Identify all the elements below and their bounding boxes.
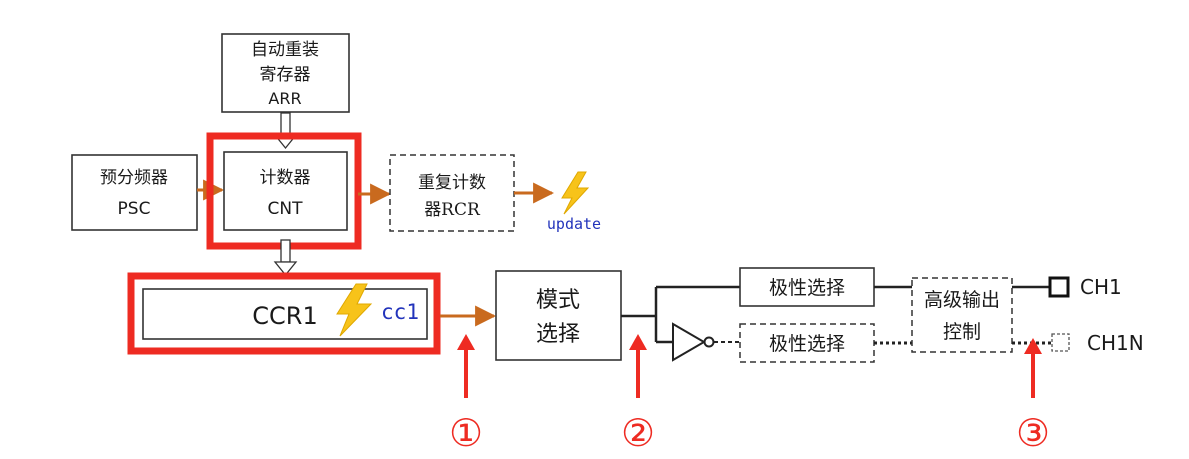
- high-level-line1: 高级输出: [924, 289, 1000, 311]
- arr-line3: ARR: [268, 89, 301, 108]
- cnt-to-ccr-arrow: [273, 239, 298, 277]
- arr-line1: 自动重装: [251, 40, 319, 60]
- cc1-event-label: cc1: [381, 300, 419, 324]
- rcr-line1: 重复计数: [418, 173, 486, 193]
- inverter-icon: [672, 322, 715, 362]
- cnt-block: 计数器 CNT: [206, 132, 362, 250]
- arr-line2: 寄存器: [260, 65, 311, 85]
- high-level-control-block: 高级输出 控制: [911, 277, 1013, 353]
- mode-line1: 模式: [536, 288, 580, 313]
- cnt-line1: 计数器: [260, 168, 311, 188]
- polarity-comp-block: 极性选择: [739, 323, 875, 363]
- polarity-main-label: 极性选择: [769, 277, 845, 299]
- psc-line1: 预分频器: [100, 168, 168, 188]
- ch1n-pin: [1051, 333, 1070, 352]
- ccr1-label: CCR1: [252, 302, 317, 330]
- ccr1-block: CCR1 cc1: [127, 272, 441, 355]
- polarity-comp-label: 极性选择: [769, 333, 845, 355]
- indicator-arrow-3: [1024, 338, 1042, 398]
- mode-line2: 选择: [536, 322, 580, 347]
- indicator-arrow-1: [457, 334, 475, 398]
- marker-1: ①: [449, 411, 483, 455]
- marker-2: ②: [621, 411, 655, 455]
- psc-line2: PSC: [118, 199, 151, 219]
- ch1-label: CH1: [1080, 275, 1122, 299]
- mode-output-wiring: [621, 285, 740, 344]
- rcr-line2: 器RCR: [424, 200, 481, 220]
- psc-block: 预分频器 PSC: [71, 154, 198, 231]
- lightning-icon: [336, 283, 373, 337]
- ch1-pin: [1048, 276, 1070, 298]
- marker-3: ③: [1016, 411, 1050, 455]
- mode-select-block: 模式 选择: [495, 270, 622, 361]
- indicator-arrow-2: [629, 334, 647, 398]
- arr-to-cnt-arrow: [273, 112, 298, 150]
- cnt-line2: CNT: [268, 199, 304, 219]
- arr-block: 自动重装 寄存器 ARR: [221, 33, 350, 113]
- update-event-label: update: [547, 215, 601, 233]
- ccr1-highlight-frame: [127, 272, 441, 355]
- rcr-block: 重复计数 器RCR: [389, 154, 515, 232]
- lightning-icon: [561, 171, 590, 215]
- ch1n-label: CH1N: [1087, 331, 1144, 355]
- polarity-main-block: 极性选择: [739, 267, 875, 307]
- high-level-line2: 控制: [943, 321, 981, 343]
